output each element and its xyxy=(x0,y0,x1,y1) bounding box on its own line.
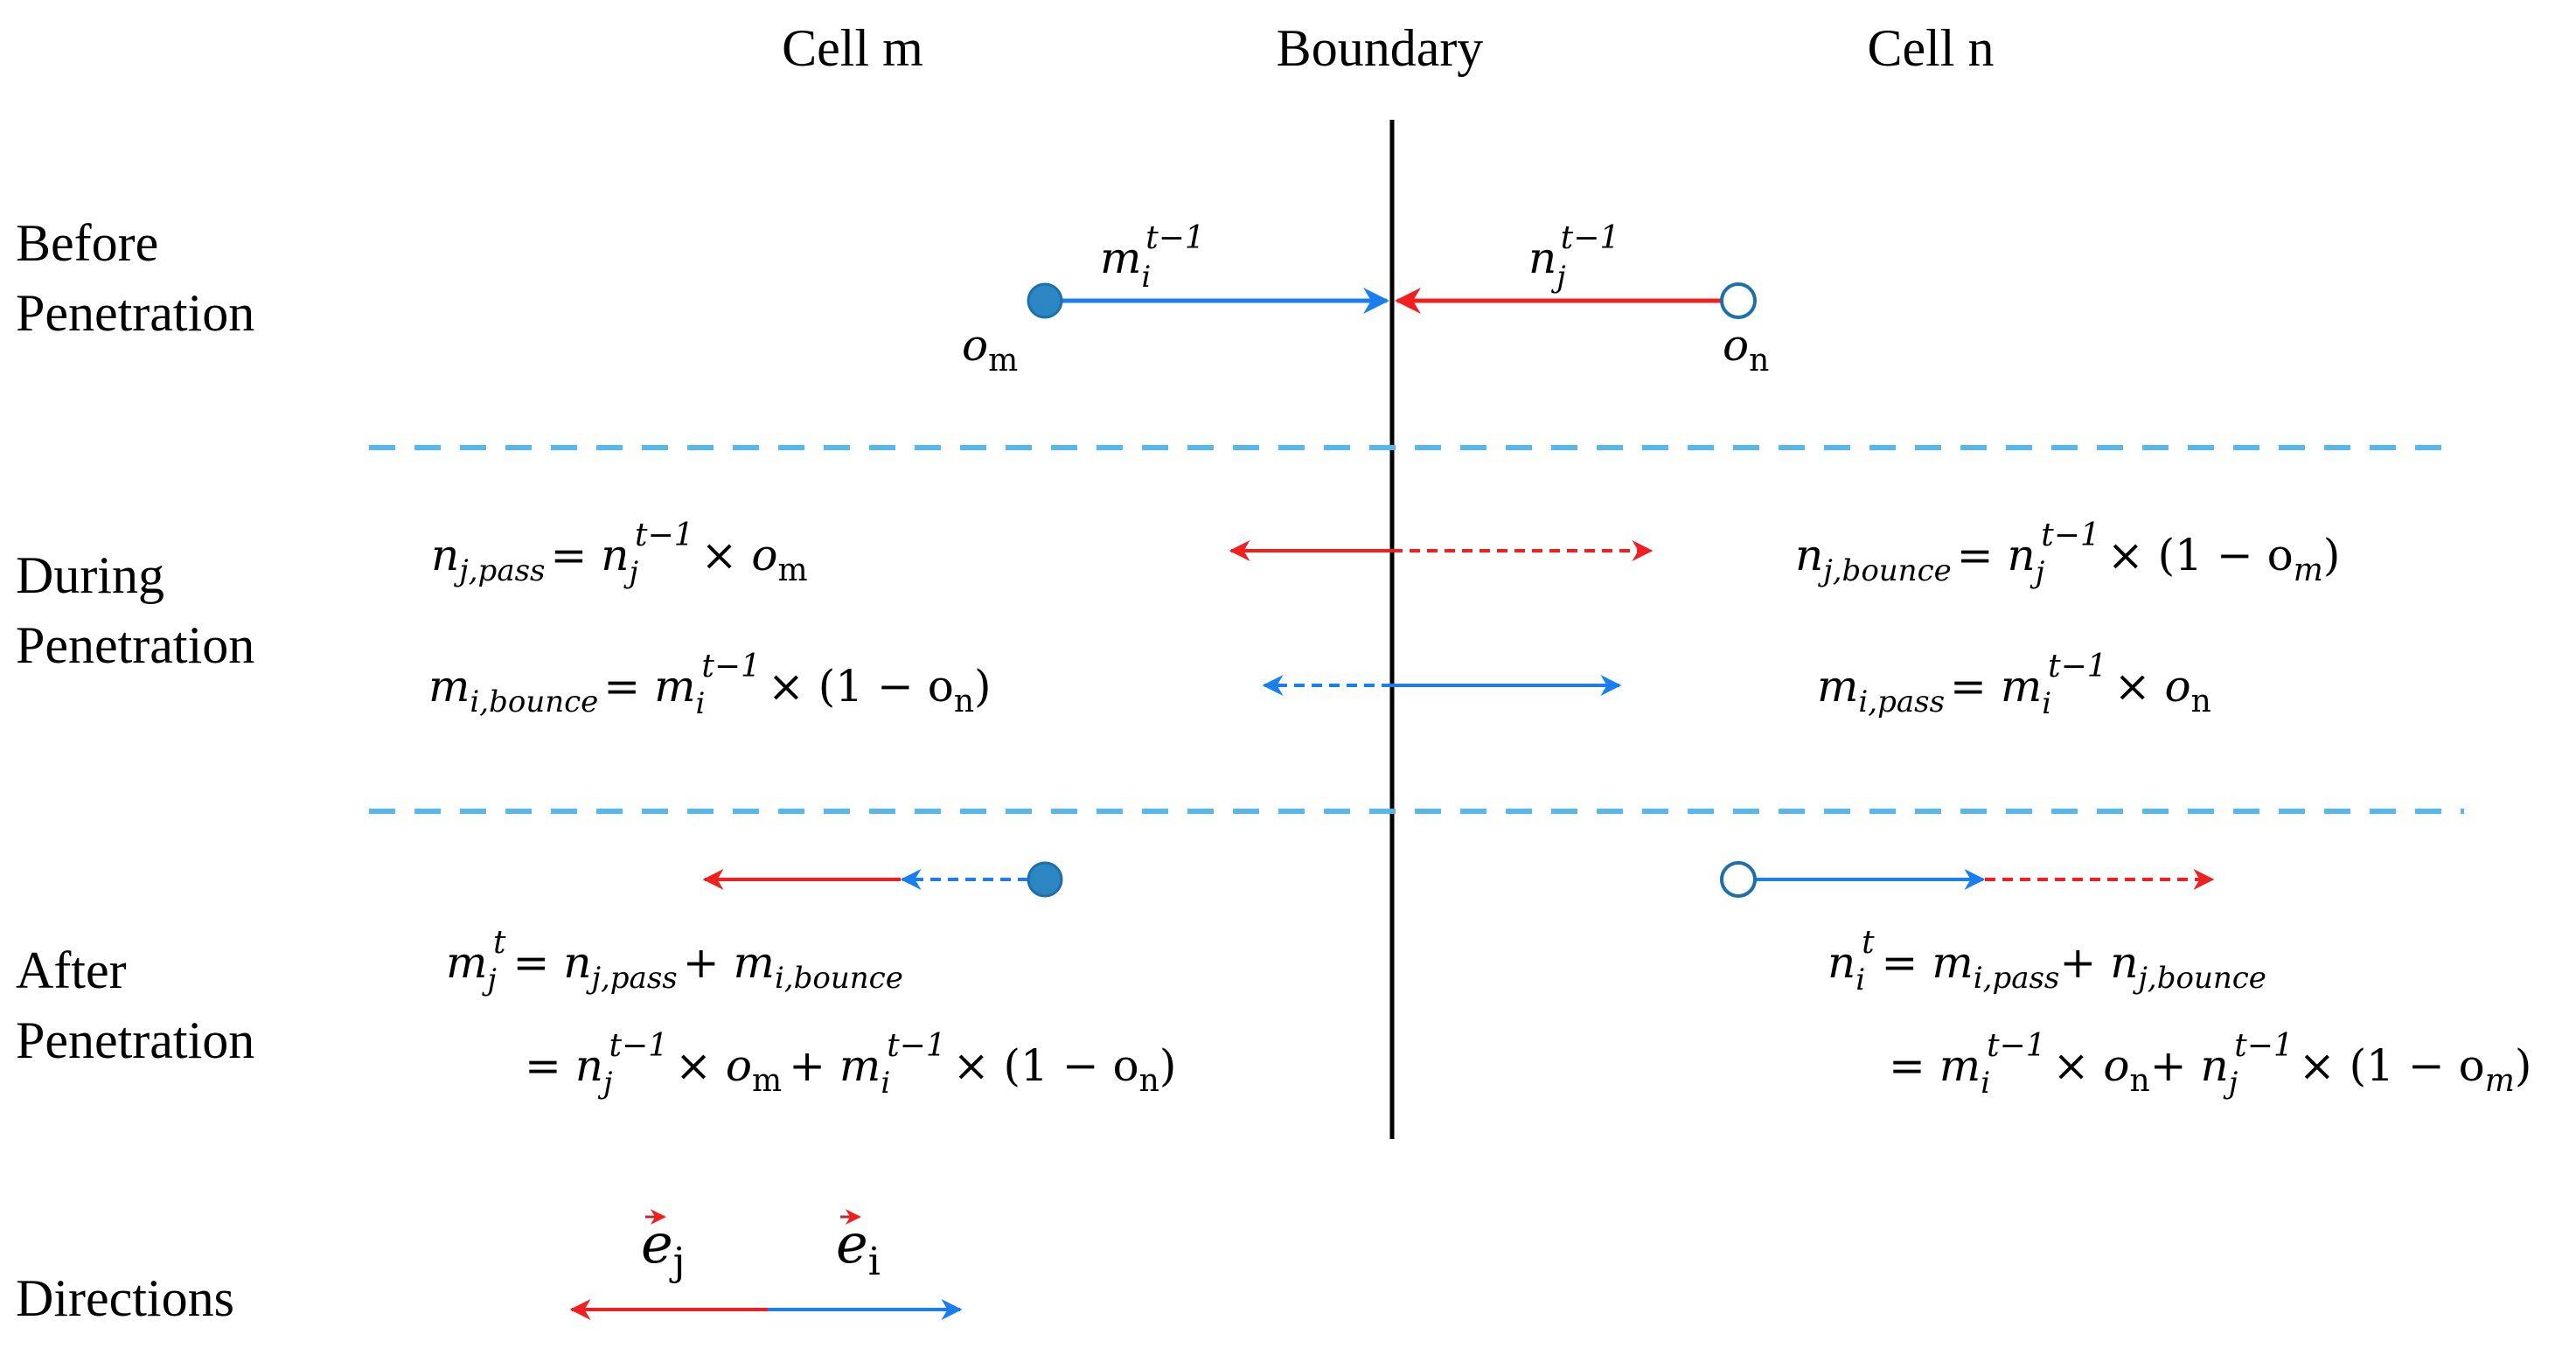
direction-label-ei: ei xyxy=(836,1209,881,1284)
row-label-directions: Directions xyxy=(16,1269,234,1327)
eq-after-left-line1: mjt= nj,pass+ mi,bounce xyxy=(446,925,903,997)
row-label-before-1: Before xyxy=(16,214,158,272)
header-cell-n: Cell n xyxy=(1868,19,1995,77)
after-point-on-hollow xyxy=(1720,861,1757,898)
row-label-before-2: Penetration xyxy=(16,284,254,342)
label-n-j-t-1: njt−1 xyxy=(1528,220,1619,295)
row-label-during-2: Penetration xyxy=(16,616,254,674)
eq-m-i-bounce: mi,bounce= mit−1× (1 − on) xyxy=(428,649,992,721)
after-point-om-filled xyxy=(1027,861,1063,898)
eq-m-i-pass: mi,pass= mit−1× on xyxy=(1817,649,2211,721)
row-label-after-1: After xyxy=(16,942,127,999)
eq-after-right-line1: nit= mi,pass+ nj,bounce xyxy=(1828,925,2266,997)
eq-n-j-bounce: nj,bounce= njt−1× (1 − om) xyxy=(1795,518,2340,590)
row-label-after-2: Penetration xyxy=(16,1011,254,1069)
row-label-during-1: During xyxy=(16,546,164,604)
eq-after-right-line2: = mit−1× on+ njt−1× (1 − om) xyxy=(1889,1028,2531,1101)
label-o-n: on xyxy=(1723,320,1769,379)
point-om-filled xyxy=(1027,282,1063,319)
svg-text:ej: ej xyxy=(641,1212,685,1284)
svg-text:ei: ei xyxy=(836,1212,881,1284)
eq-after-left-line2: = njt−1× om+ mit−1× (1 − on) xyxy=(525,1028,1176,1101)
label-o-m: om xyxy=(962,320,1018,379)
direction-label-ej: ej xyxy=(641,1209,685,1284)
header-boundary: Boundary xyxy=(1277,19,1484,77)
header-cell-m: Cell m xyxy=(782,19,923,77)
point-on-hollow xyxy=(1720,282,1757,319)
label-m-i-t-1: mit−1 xyxy=(1100,220,1205,295)
eq-n-j-pass: nj,pass= njt−1× om xyxy=(431,518,808,590)
